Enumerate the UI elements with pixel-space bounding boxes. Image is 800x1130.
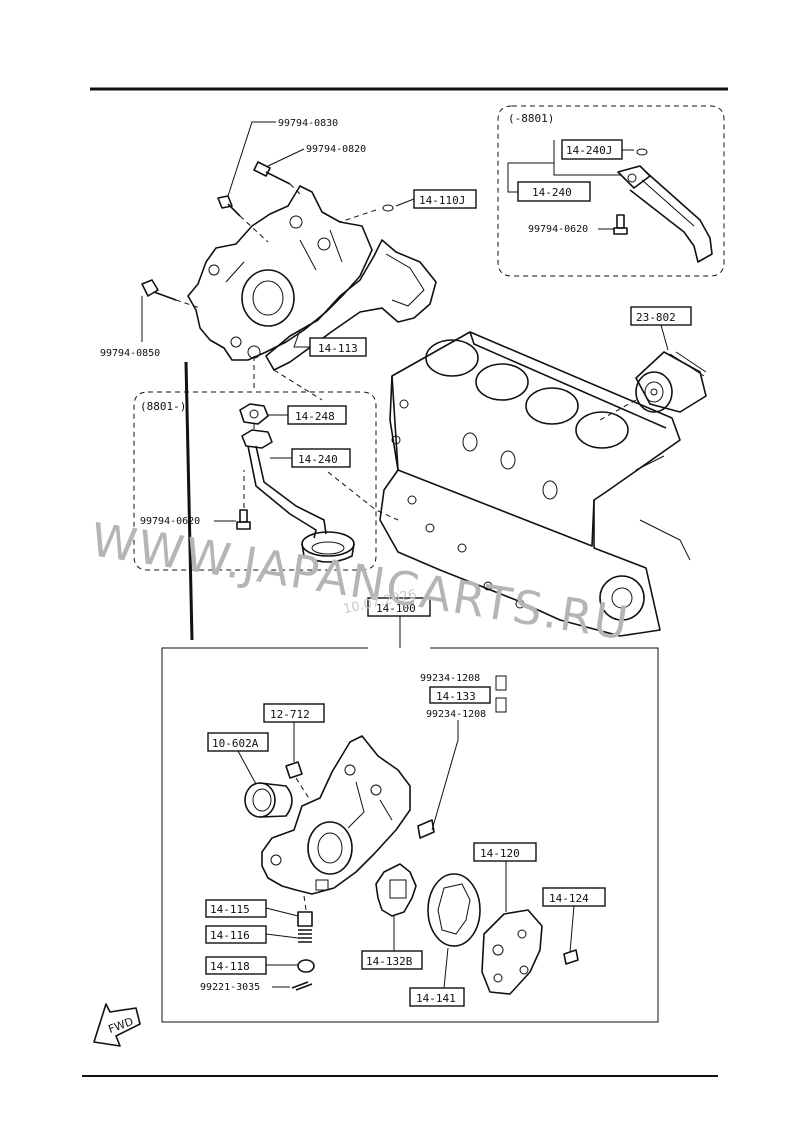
bolt-icon bbox=[613, 214, 628, 235]
inset-early: (-8801) 14-240J 14-240 99794-0620 bbox=[497, 105, 725, 277]
bolt-label-0850[interactable]: 99794-0850 bbox=[100, 348, 160, 359]
part-label-14-133[interactable]: 14-133 bbox=[436, 690, 476, 703]
bolt-icon bbox=[141, 161, 291, 301]
pump-cover-icon bbox=[481, 909, 543, 995]
part-label-14-118[interactable]: 14-118 bbox=[210, 960, 250, 973]
part-label-14-120[interactable]: 14-120 bbox=[480, 847, 520, 860]
leader-line-to-assembly bbox=[184, 361, 194, 641]
outer-rotor-icon bbox=[427, 873, 481, 947]
part-label-14-141[interactable]: 14-141 bbox=[416, 992, 456, 1005]
part-label-23-802[interactable]: 23-802 bbox=[636, 311, 676, 324]
oil-strainer-early-icon bbox=[617, 165, 713, 263]
bolt-icon bbox=[236, 509, 251, 530]
part-label-14-248[interactable]: 14-248 bbox=[295, 410, 335, 423]
watermark: WWW.JAPANCARTS.RU bbox=[87, 512, 633, 651]
bolt-label-0830[interactable]: 99794-0830 bbox=[278, 118, 338, 129]
upper-pump-group: 99794-0830 99794-0820 14-110J bbox=[100, 118, 477, 401]
relief-valve-icon bbox=[291, 895, 315, 991]
part-label-10-602A[interactable]: 10-602A bbox=[212, 737, 259, 750]
inset-late: (8801-) 14-248 14-240 99794-0620 bbox=[133, 391, 377, 571]
part-label-14-240[interactable]: 14-240 bbox=[532, 186, 572, 199]
engine-block-icon bbox=[379, 331, 691, 637]
dowel-pin-icon bbox=[285, 761, 303, 779]
part-label-12-712[interactable]: 12-712 bbox=[270, 708, 310, 721]
part-label-14-113[interactable]: 14-113 bbox=[318, 342, 358, 355]
inset-early-header: (-8801) bbox=[508, 112, 554, 125]
inset-late-header: (8801-) bbox=[140, 400, 186, 413]
oil-strainer-late-icon bbox=[241, 429, 355, 563]
oil-filter-icon bbox=[635, 351, 707, 413]
oil-seal-icon bbox=[244, 782, 293, 818]
bolt-label-0820[interactable]: 99794-0820 bbox=[306, 144, 366, 155]
oil-filter: 23-802 bbox=[599, 306, 707, 421]
part-label-14-240-late[interactable]: 14-240 bbox=[298, 453, 338, 466]
fwd-arrow-icon: FWD bbox=[93, 1003, 141, 1047]
inner-rotor-icon bbox=[375, 863, 417, 917]
assembly-frame bbox=[161, 647, 659, 1023]
inset-early-bolt-label[interactable]: 99794-0620 bbox=[528, 224, 588, 235]
inset-late-bolt-label[interactable]: 99794-0620 bbox=[140, 516, 200, 527]
part-label-cotter-pin[interactable]: 99221-3035 bbox=[200, 982, 260, 993]
pin-label-upper[interactable]: 99234-1208 bbox=[420, 673, 480, 684]
pin-icon bbox=[417, 819, 435, 839]
part-label-14-132B[interactable]: 14-132B bbox=[366, 955, 413, 968]
part-label-14-116[interactable]: 14-116 bbox=[210, 929, 250, 942]
part-label-14-100[interactable]: 14-100 bbox=[376, 602, 416, 615]
pin-label-lower[interactable]: 99234-1208 bbox=[426, 709, 486, 720]
part-label-14-110J[interactable]: 14-110J bbox=[419, 194, 465, 207]
part-label-14-115[interactable]: 14-115 bbox=[210, 903, 250, 916]
part-label-14-124[interactable]: 14-124 bbox=[549, 892, 589, 905]
part-label-14-240J[interactable]: 14-240J bbox=[566, 144, 612, 157]
screw-icon bbox=[563, 949, 579, 965]
oil-pump-body-icon bbox=[261, 735, 411, 895]
pump-assembly: 14-100 99234-1208 14-133 99234-1208 12-7… bbox=[161, 597, 659, 1023]
